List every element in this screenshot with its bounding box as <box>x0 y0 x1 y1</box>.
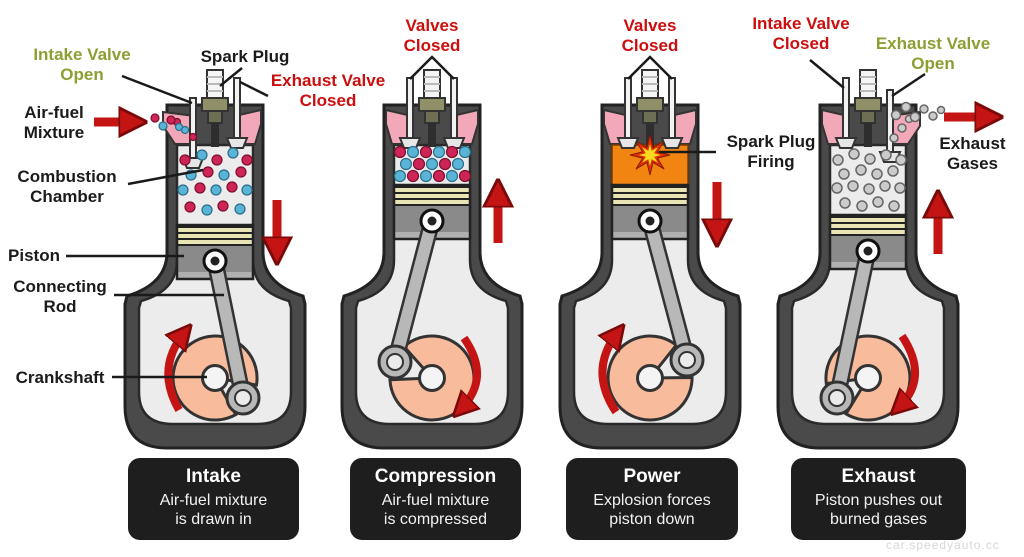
stage-box-power: Power Explosion forces piston down <box>566 458 738 540</box>
label-piston: Piston <box>8 246 60 265</box>
pointer-exhaust-valve-closed <box>239 80 269 98</box>
label-exhaust-valve-open: Exhaust Valve Open <box>875 34 991 74</box>
outgoing-exhaust-dots <box>890 101 946 123</box>
label-spark-plug-firing: Spark Plug Firing <box>726 132 816 172</box>
wrist-pin-hole <box>210 256 220 266</box>
stage-box-exhaust: Exhaust Piston pushes out burned gases <box>791 458 966 540</box>
pointer-intake-valve-closed <box>809 59 845 89</box>
exhaust-valve-closed-icon <box>660 77 684 149</box>
stage-title: Power <box>623 466 681 487</box>
intake-valve-closed-icon <box>834 77 858 149</box>
incoming-mixture-dots <box>150 113 184 132</box>
stage-description: Air-fuel mixture is drawn in <box>159 491 268 528</box>
crank-pin <box>828 389 846 407</box>
exhaust-valve-closed-icon <box>225 77 249 149</box>
pointer-valves-closed-power <box>627 55 673 80</box>
stage-title: Compression <box>374 466 497 487</box>
pointer-intake-valve-open <box>121 74 193 105</box>
stage-box-intake: Intake Air-fuel mixture is drawn in <box>128 458 299 540</box>
air-fuel-mixture-dots <box>172 117 253 216</box>
connecting-rod-icon <box>641 212 696 369</box>
label-crankshaft: Crankshaft <box>15 368 105 387</box>
label-valves-closed-power: Valves Closed <box>621 16 679 56</box>
stage-title: Exhaust <box>841 466 916 487</box>
burned-gas-dots <box>831 114 914 212</box>
stage-box-compression: Compression Air-fuel mixture is compress… <box>350 458 521 540</box>
engine-drawing-power <box>558 69 742 450</box>
stage-title: Intake <box>186 466 241 487</box>
crank-rotation-arrow <box>168 332 185 412</box>
crank-rotation-arrow <box>898 333 915 408</box>
label-spark-plug: Spark Plug <box>200 47 290 66</box>
wrist-pin-hole <box>645 216 655 226</box>
crank-pin <box>386 353 404 371</box>
wrist-pin-hole <box>863 246 873 256</box>
pointer-exhaust-valve-open <box>891 72 926 98</box>
compressed-mixture-dots <box>393 145 472 183</box>
connecting-rod-icon <box>386 212 441 371</box>
main-journal <box>636 364 664 392</box>
connecting-rod-icon <box>828 242 877 407</box>
spark-plug-icon <box>418 69 446 147</box>
pointer-spark-plug <box>219 67 243 87</box>
spark-burst-icon <box>629 134 671 176</box>
label-air-fuel-mixture: Air-fuel Mixture <box>23 103 85 143</box>
label-valves-closed-compression: Valves Closed <box>403 16 461 56</box>
label-intake-valve-open: Intake Valve Open <box>33 45 131 85</box>
label-exhaust-gases: Exhaust Gases <box>939 134 1006 174</box>
crank-pin <box>678 351 696 369</box>
watermark: car.speedyauto.cc <box>886 538 1000 552</box>
label-connecting-rod: Connecting Rod <box>13 277 107 317</box>
label-intake-valve-closed: Intake Valve Closed <box>752 14 850 54</box>
label-exhaust-valve-closed: Exhaust Valve Closed <box>270 71 386 111</box>
stage-description: Explosion forces piston down <box>593 491 711 528</box>
stage-description: Piston pushes out burned gases <box>814 491 943 528</box>
engine-drawing-compression <box>340 69 524 450</box>
stage-description: Air-fuel mixture is compressed <box>381 491 490 528</box>
crankshaft-counterweight <box>606 334 694 422</box>
pointer-combustion-chamber <box>127 168 204 186</box>
pointer-valves-closed-compression <box>409 55 455 80</box>
wrist-pin-hole <box>427 216 437 226</box>
exhaust-valve-closed-icon <box>442 77 466 149</box>
engine-drawing-exhaust <box>776 69 960 450</box>
crank-rotation-arrow <box>460 335 477 410</box>
crank-rotation-arrow <box>602 332 618 415</box>
crank-pin <box>234 389 252 407</box>
main-journal <box>418 364 446 392</box>
connecting-rod-icon <box>206 252 252 407</box>
main-journal <box>854 364 882 392</box>
spark-plug-icon <box>854 69 882 147</box>
label-combustion-chamber: Combustion Chamber <box>17 167 117 207</box>
